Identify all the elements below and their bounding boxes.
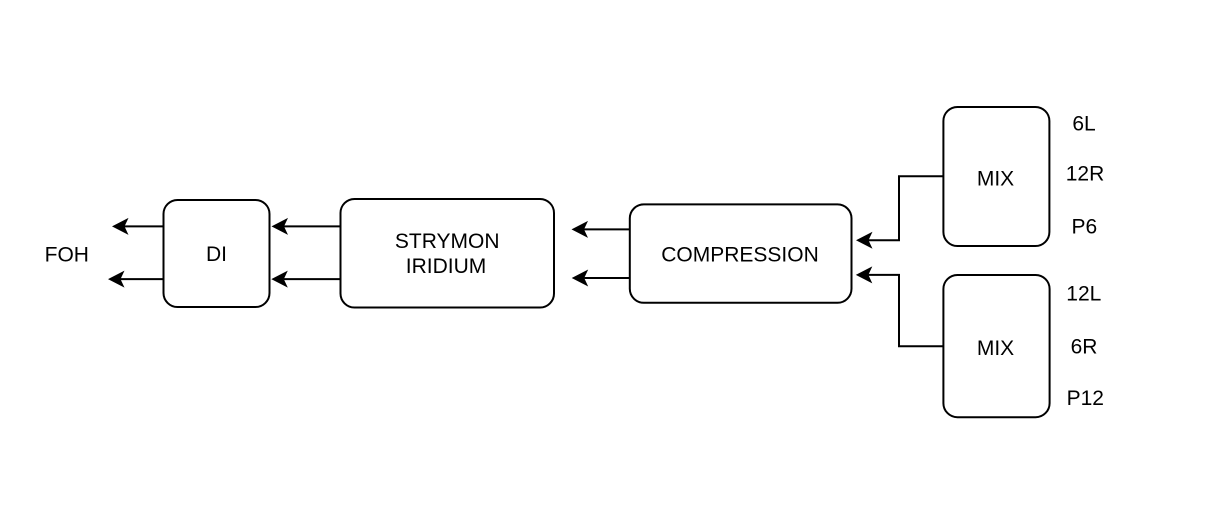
svg-text:P6: P6 <box>1072 216 1098 239</box>
svg-text:MIX: MIX <box>977 337 1014 360</box>
svg-text:6L: 6L <box>1072 113 1095 136</box>
svg-text:FOH: FOH <box>45 244 89 267</box>
svg-text:P12: P12 <box>1067 387 1104 410</box>
svg-text:COMPRESSION: COMPRESSION <box>661 243 819 266</box>
svg-text:12L: 12L <box>1066 282 1101 305</box>
svg-text:IRIDIUM: IRIDIUM <box>406 255 487 278</box>
svg-text:DI: DI <box>206 243 227 266</box>
svg-text:12R: 12R <box>1066 163 1105 186</box>
svg-text:6R: 6R <box>1071 335 1098 358</box>
svg-text:STRYMON: STRYMON <box>395 230 500 253</box>
svg-text:MIX: MIX <box>977 167 1014 190</box>
